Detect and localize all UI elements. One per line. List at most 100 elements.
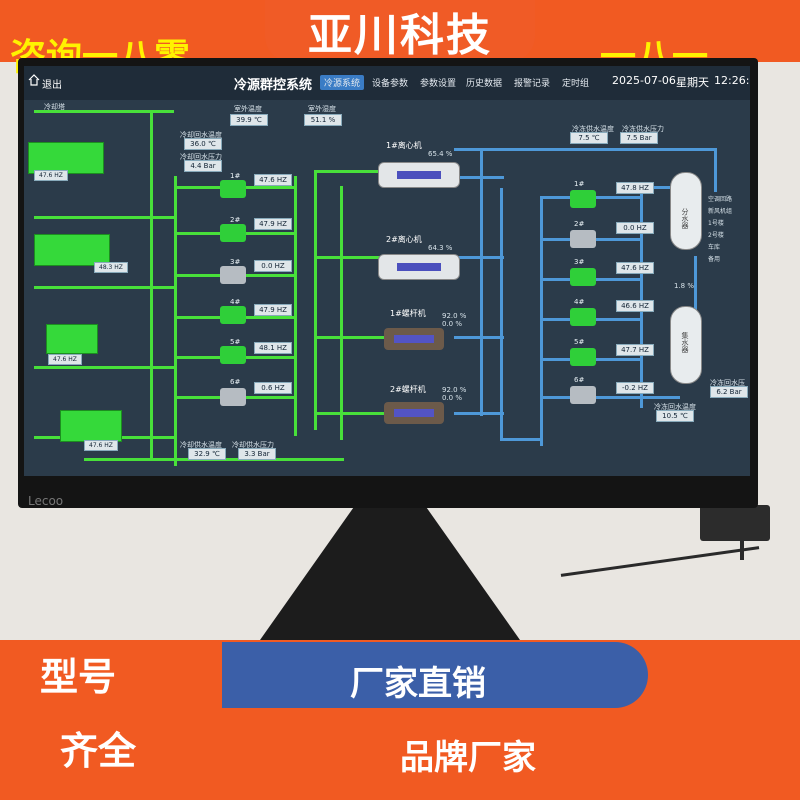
centrifugal-chiller-2[interactable] bbox=[378, 254, 460, 280]
scada-header bbox=[24, 66, 750, 100]
home-icon[interactable] bbox=[28, 74, 40, 86]
screw-chiller-2[interactable] bbox=[384, 402, 444, 424]
chilled-pipe bbox=[454, 336, 504, 339]
chiller-2-load: 64.3 % bbox=[428, 244, 453, 252]
chilled-pipe bbox=[540, 196, 543, 446]
cooling-pump-2-freq: 47.9 HZ bbox=[254, 218, 292, 230]
tab-device-params[interactable]: 设备参数 bbox=[372, 79, 409, 89]
branch-label: 1号楼 bbox=[708, 220, 724, 227]
exit-button[interactable]: 退出 bbox=[42, 80, 62, 91]
chiller-4-load: 92.0 % bbox=[442, 386, 467, 394]
cooling-pipe bbox=[340, 186, 343, 440]
chilled-pump-3-name: 3# bbox=[574, 258, 585, 266]
scada-screen: 退出 冷源群控系统 冷源系统 设备参数 参数设置 历史数据 报警记录 定时组 2… bbox=[24, 66, 750, 476]
cooling-pump-3[interactable] bbox=[220, 266, 246, 284]
branch-label: 备用 bbox=[708, 256, 721, 263]
cooling-pump-3-freq: 0.0 HZ bbox=[254, 260, 292, 272]
cooling-pipe bbox=[314, 170, 317, 430]
centrifugal-chiller-1[interactable] bbox=[378, 162, 460, 188]
cooling-pump-1[interactable] bbox=[220, 180, 246, 198]
chiller-3-load: 92.0 % bbox=[442, 312, 467, 320]
tab-history[interactable]: 历史数据 bbox=[466, 79, 503, 89]
chilled-pump-4[interactable] bbox=[570, 308, 596, 326]
cooling-pipe bbox=[294, 176, 297, 436]
power-adapter bbox=[700, 505, 770, 541]
weekday: 星期天 bbox=[676, 76, 709, 89]
tab-cooling-system[interactable]: 冷源系统 bbox=[320, 75, 365, 90]
cooling-pump-5-name: 5# bbox=[230, 338, 241, 346]
promo-left-top: 型号 bbox=[40, 655, 117, 699]
cooling-pump-4-name: 4# bbox=[230, 298, 241, 306]
tower-2-freq: 48.3 HZ bbox=[94, 262, 128, 273]
chiller-3-name: 1#螺杆机 bbox=[390, 309, 426, 318]
chilled-pump-3[interactable] bbox=[570, 268, 596, 286]
cw-supply-pressure-value: 3.3 Bar bbox=[238, 448, 276, 460]
cooling-pipe bbox=[34, 216, 174, 219]
cooling-pipe bbox=[314, 170, 394, 173]
promo-left-bottom: 齐全 bbox=[60, 729, 137, 773]
promo-right: 品牌厂家 bbox=[400, 738, 536, 778]
chilled-pump-2-freq: 0.0 HZ bbox=[616, 222, 654, 234]
tab-alarms[interactable]: 报警记录 bbox=[514, 79, 551, 89]
chilled-pipe bbox=[500, 188, 503, 438]
chilled-pump-5-freq: 47.7 HZ bbox=[616, 344, 654, 356]
cooling-tower-3[interactable] bbox=[46, 324, 98, 354]
screw-chiller-1[interactable] bbox=[384, 328, 444, 350]
chilled-pump-1-freq: 47.8 HZ bbox=[616, 182, 654, 194]
cw-supply-temp-label: 冷却供水温度 bbox=[180, 441, 222, 449]
date: 2025-07-06 bbox=[612, 74, 676, 87]
chilled-pump-4-name: 4# bbox=[574, 298, 585, 306]
cooling-pump-4-freq: 47.9 HZ bbox=[254, 304, 292, 316]
water-distributor-tank[interactable] bbox=[670, 172, 702, 250]
cooling-pipe bbox=[34, 366, 174, 369]
water-collector-tank[interactable] bbox=[670, 306, 702, 384]
cooling-pump-2[interactable] bbox=[220, 224, 246, 242]
chilled-pipe bbox=[500, 438, 540, 441]
cooling-tower-4[interactable] bbox=[60, 410, 122, 442]
chiller-4-load2: 0.0 % bbox=[442, 394, 463, 402]
cooling-pipe bbox=[34, 110, 174, 113]
cooling-tower-1[interactable] bbox=[28, 142, 104, 174]
chilled-pipe bbox=[454, 148, 714, 151]
chilled-pump-1[interactable] bbox=[570, 190, 596, 208]
outdoor-humidity-label: 室外湿度 bbox=[308, 105, 336, 113]
bypass-value: 1.8 % bbox=[674, 282, 695, 290]
chilled-pipe bbox=[480, 148, 483, 416]
promo-center: 厂家直销 bbox=[350, 664, 486, 704]
chw-return-temp-value: 10.5 ℃ bbox=[656, 410, 694, 422]
cooling-pump-5[interactable] bbox=[220, 346, 246, 364]
tab-param-settings[interactable]: 参数设置 bbox=[420, 79, 457, 89]
chilled-pipe bbox=[714, 148, 717, 192]
chilled-pump-6[interactable] bbox=[570, 386, 596, 404]
monitor-logo: Lecoo bbox=[28, 494, 64, 508]
chw-supply-temp-label: 冷冻供水温度 bbox=[572, 125, 614, 133]
cooling-tower-2[interactable] bbox=[34, 234, 110, 266]
cooling-pump-5-freq: 48.1 HZ bbox=[254, 342, 292, 354]
cw-return-temp-label: 冷却回水温度 bbox=[180, 131, 222, 139]
cw-supply-temp-value: 32.9 ℃ bbox=[188, 448, 226, 460]
cooling-pump-4[interactable] bbox=[220, 306, 246, 324]
cooling-pipe bbox=[314, 256, 394, 259]
chilled-pump-3-freq: 47.6 HZ bbox=[616, 262, 654, 274]
cooling-pump-6[interactable] bbox=[220, 388, 246, 406]
tank-bottom-label: 集水器 bbox=[681, 332, 689, 353]
cooling-tower-label: 冷却塔 bbox=[44, 103, 65, 111]
branch-label: 空调回路 bbox=[708, 196, 733, 203]
outdoor-temp-label: 室外温度 bbox=[234, 105, 262, 113]
chilled-pipe bbox=[454, 176, 504, 179]
chiller-1-load: 65.4 % bbox=[428, 150, 453, 158]
branch-label: 2号楼 bbox=[708, 232, 724, 239]
chilled-pump-2[interactable] bbox=[570, 230, 596, 248]
tab-timer-groups[interactable]: 定时组 bbox=[562, 79, 590, 89]
chilled-pipe bbox=[694, 256, 697, 316]
chilled-pipe bbox=[640, 186, 680, 189]
brand-title: 亚川科技 bbox=[265, 0, 535, 62]
chiller-4-name: 2#螺杆机 bbox=[390, 385, 426, 394]
branch-label: 新风机组 bbox=[708, 208, 733, 215]
monitor-stand bbox=[260, 500, 520, 640]
chilled-pump-5[interactable] bbox=[570, 348, 596, 366]
chiller-2-name: 2#离心机 bbox=[386, 235, 422, 244]
cooling-pump-2-name: 2# bbox=[230, 216, 241, 224]
cw-return-pressure-label: 冷却回水压力 bbox=[180, 153, 222, 161]
chw-return-temp-label: 冷冻回水温度 bbox=[654, 403, 696, 411]
